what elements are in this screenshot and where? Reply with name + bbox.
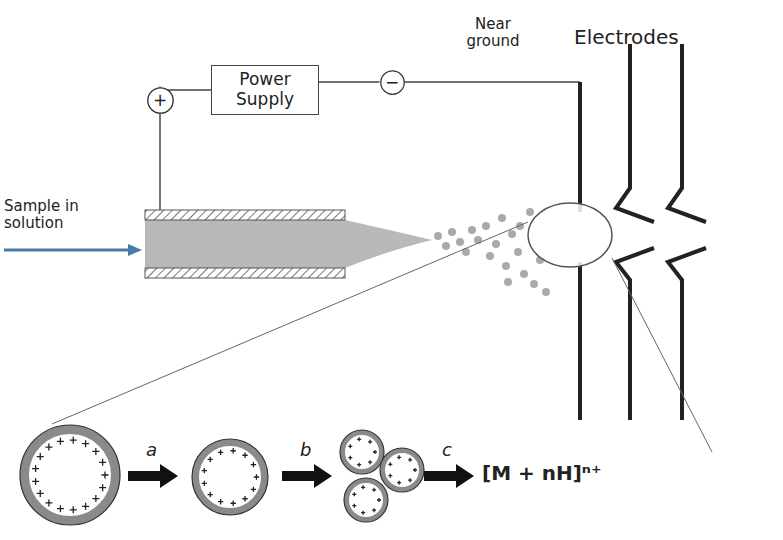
step-label: b xyxy=(300,440,311,461)
ground-label: Near ground xyxy=(458,16,528,51)
polarity-sign: − xyxy=(385,74,399,91)
leader-line xyxy=(52,222,528,424)
leader-line xyxy=(612,258,712,452)
charged-droplets xyxy=(20,425,424,525)
label-text: c xyxy=(442,439,452,460)
polarity-terminal: + xyxy=(147,87,174,114)
box-label: Power Supply xyxy=(220,70,310,109)
ion-formula: [M + nH]ⁿ⁺ xyxy=(482,462,602,485)
electrodes-label: Electrodes xyxy=(574,26,679,49)
label-text: Near ground xyxy=(466,15,519,50)
polarity-sign: + xyxy=(153,92,167,109)
label-text: Sample in solution xyxy=(4,197,79,232)
polarity-terminal: − xyxy=(380,70,405,95)
label-text: a xyxy=(146,439,157,460)
power-supply-box: Power Supply xyxy=(211,65,319,114)
step-label: c xyxy=(442,440,452,461)
flow-arrow xyxy=(4,244,142,256)
label-text: Electrodes xyxy=(574,25,679,49)
step-label: a xyxy=(146,440,157,461)
capillary xyxy=(145,210,432,278)
zoom-ellipse xyxy=(528,203,612,267)
label-text: b xyxy=(300,439,311,460)
step-arrows xyxy=(128,464,474,488)
inlet-label: Sample in solution xyxy=(4,198,88,233)
label-text: [M + nH]ⁿ⁺ xyxy=(482,461,602,485)
wire xyxy=(159,113,161,210)
wire xyxy=(404,81,580,83)
